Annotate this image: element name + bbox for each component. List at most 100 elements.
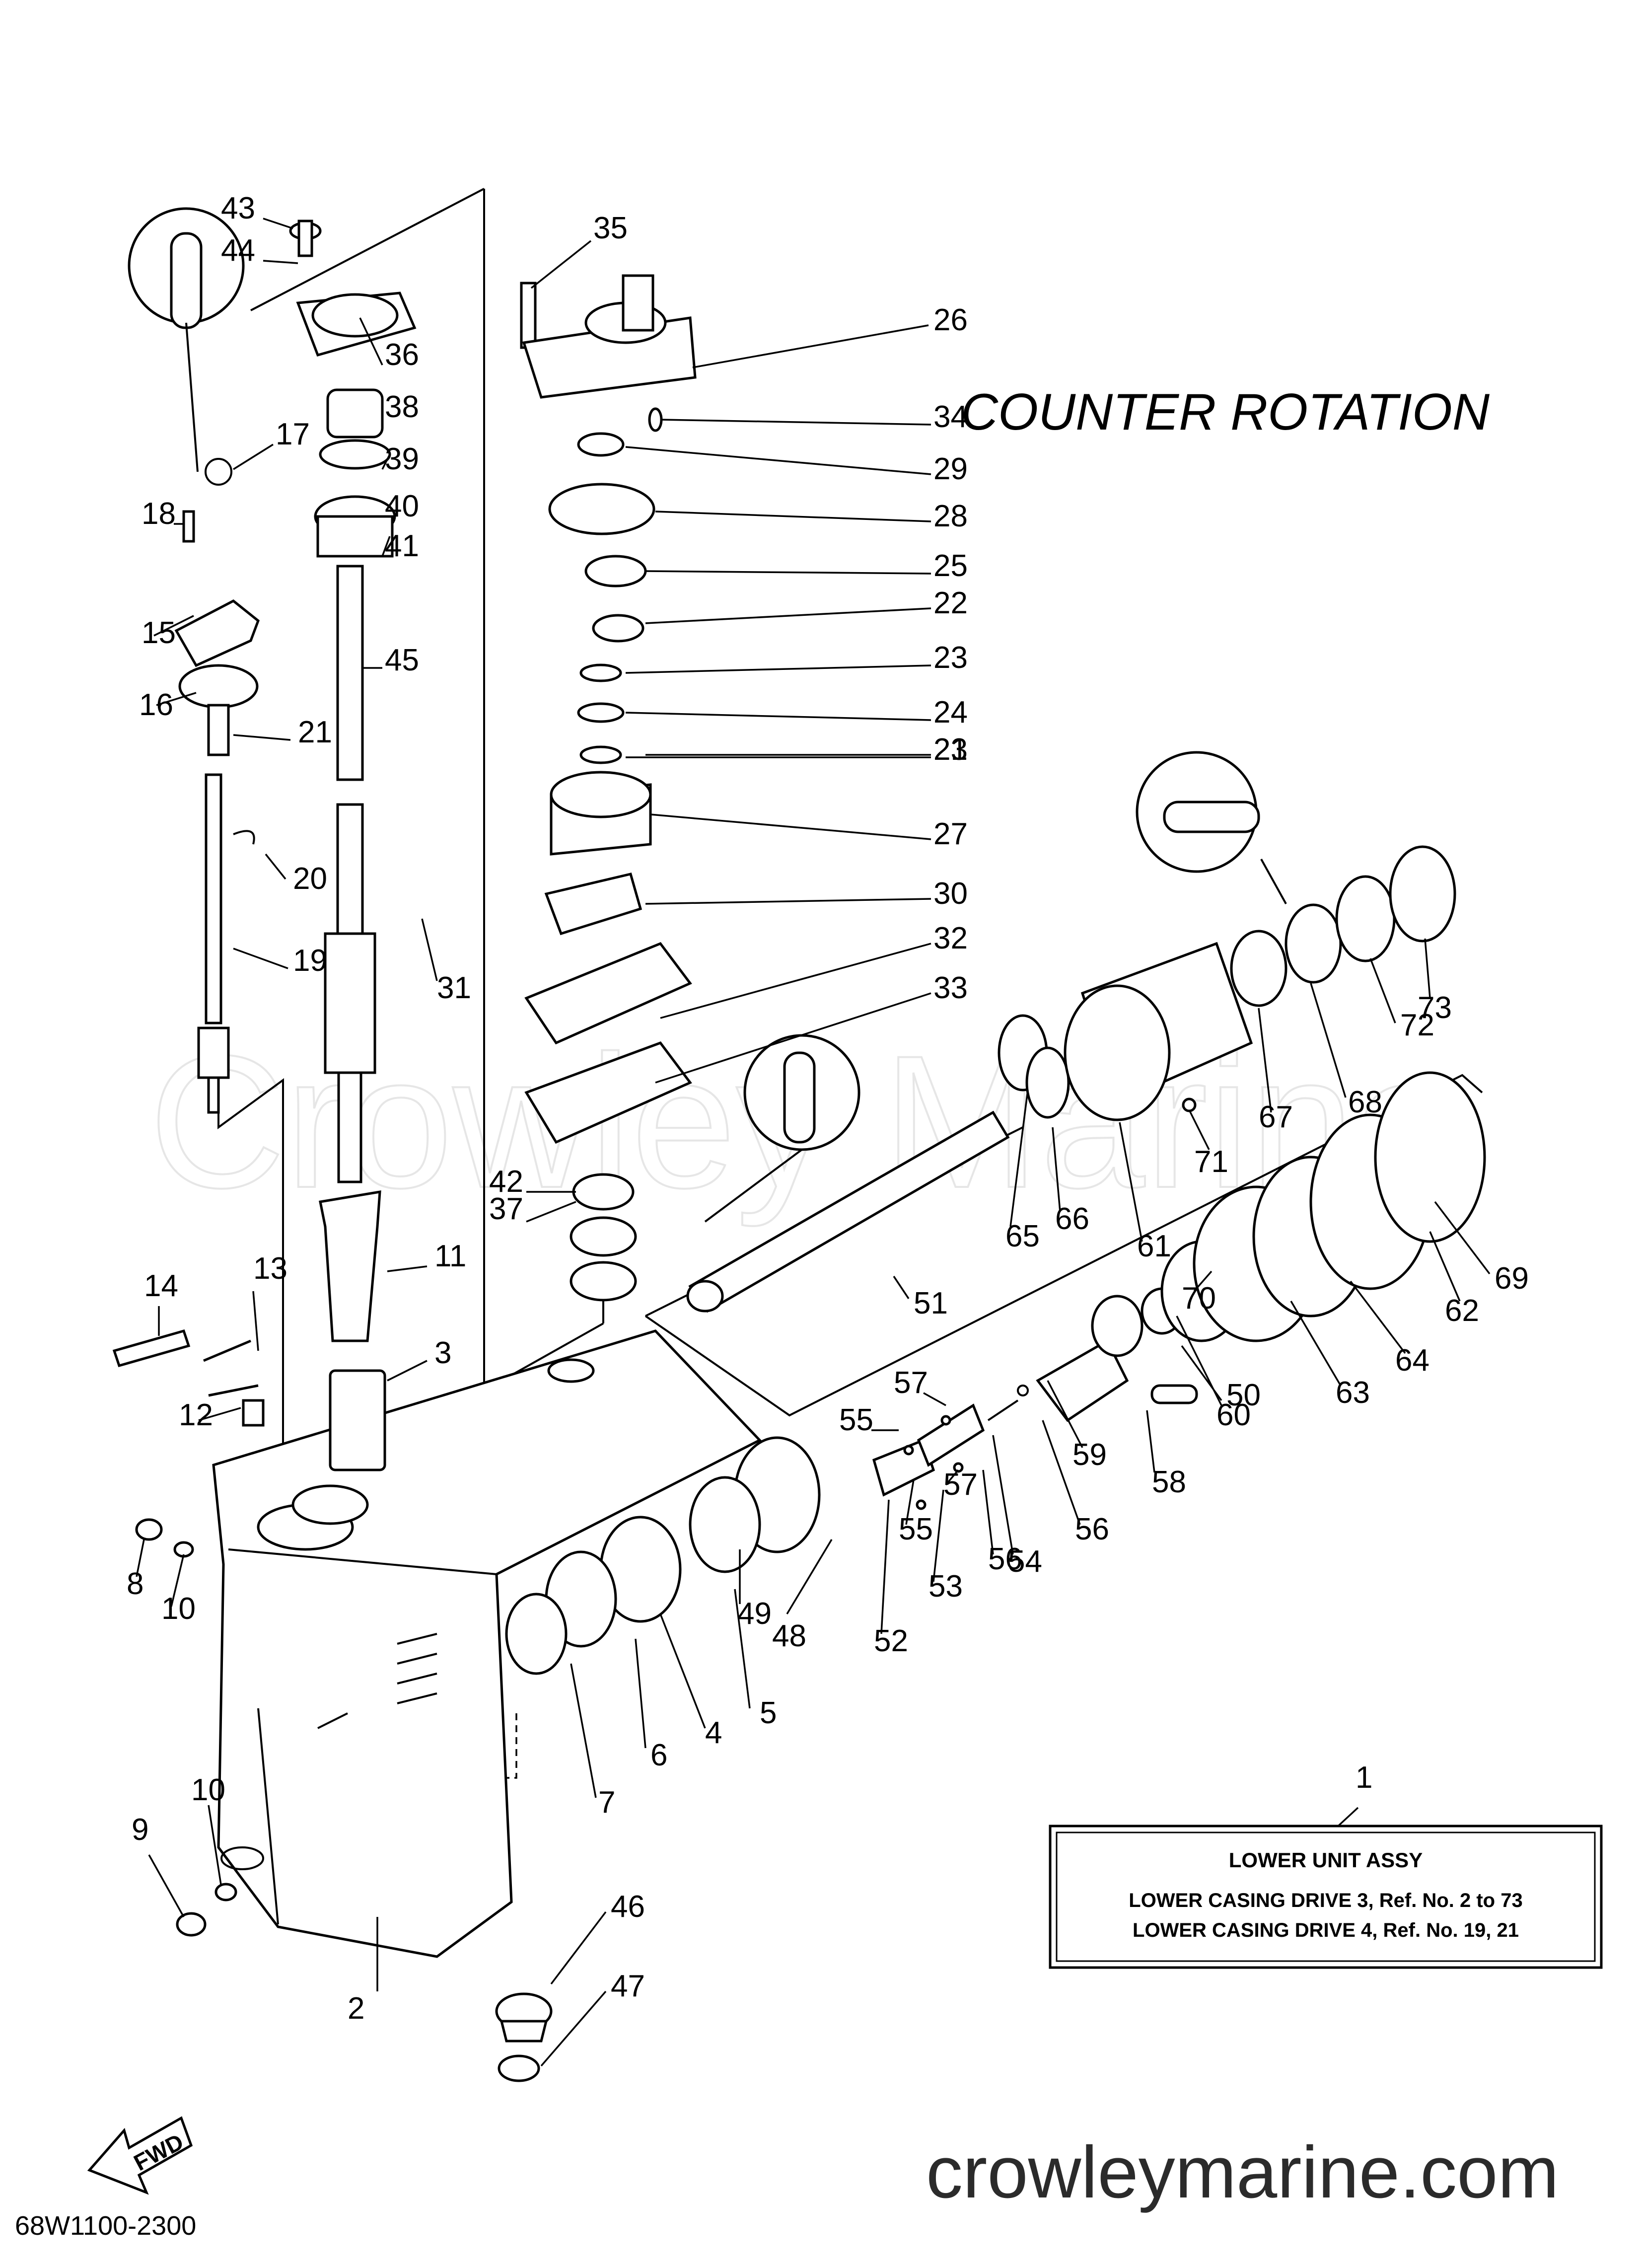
callout-number: 6 xyxy=(650,1738,667,1772)
callout-leader-line xyxy=(625,664,931,674)
callout-leader-line xyxy=(1047,1380,1083,1448)
callout-leader-line xyxy=(381,536,391,557)
callout-number: 5 xyxy=(760,1696,777,1730)
callout-leader-line xyxy=(734,1589,751,1709)
callout-number: 2 xyxy=(348,1991,364,2026)
callout-number: 15 xyxy=(142,616,176,650)
callout-number: 36 xyxy=(385,338,419,372)
callout-leader-line xyxy=(153,615,194,637)
shift-rod-group xyxy=(128,207,260,1114)
callout-leader-line xyxy=(625,712,931,721)
callout-leader-line xyxy=(923,1392,946,1406)
callout-number: 3 xyxy=(434,1336,451,1370)
callout-number: 18 xyxy=(142,497,176,531)
callout-number: 42 xyxy=(489,1165,523,1199)
callout-number: 35 xyxy=(593,211,628,245)
callout-leader-line xyxy=(1042,1420,1081,1525)
lower-casing xyxy=(212,1329,762,1958)
drive-shaft-group xyxy=(289,219,417,1471)
drawing-code: 68W1100-2300 xyxy=(15,2211,196,2241)
callout-number: 10 xyxy=(161,1592,196,1626)
callout-number: 57 xyxy=(894,1366,928,1400)
callout-leader-line xyxy=(359,317,383,366)
website-label: crowleymarine.com xyxy=(926,2131,1559,2213)
callout-leader-line xyxy=(1258,1008,1272,1113)
callout-leader-line xyxy=(381,454,391,470)
callout-number: 16 xyxy=(139,688,173,722)
callout-number: 48 xyxy=(772,1619,806,1653)
callout-number: 7 xyxy=(598,1785,615,1820)
diagram-title: COUNTER ROTATION xyxy=(961,383,1490,441)
callout-leader-line xyxy=(655,992,931,1084)
callout-number: 23 xyxy=(933,732,968,767)
callout-number: 66 xyxy=(1055,1202,1089,1236)
callout-leader-line xyxy=(650,813,931,840)
callout-leader-line xyxy=(526,1201,576,1223)
callout-number: 24 xyxy=(933,695,968,730)
callout-leader-line xyxy=(540,1990,607,2067)
callout-number: 70 xyxy=(1182,1281,1216,1316)
callout-number: 72 xyxy=(1400,1008,1434,1042)
callout-leader-line xyxy=(945,1469,959,1486)
callout-number: 55 xyxy=(899,1512,933,1546)
callout-leader-line xyxy=(645,570,931,575)
callout-number: 27 xyxy=(933,817,968,851)
callout-leader-line xyxy=(148,1854,185,1917)
callout-number: 21 xyxy=(933,732,968,767)
fwd-arrow: FWD xyxy=(87,2116,193,2195)
callout-leader-line xyxy=(1290,1301,1342,1386)
callout-leader-line xyxy=(208,1805,222,1885)
callout-leader-line xyxy=(198,1407,241,1421)
callout-number: 44 xyxy=(221,233,255,268)
callout-leader-line xyxy=(905,1479,915,1525)
callout-leader-line xyxy=(655,511,931,522)
callout-number: 33 xyxy=(933,971,968,1005)
callout-leader-line xyxy=(233,948,288,969)
callout-number: 58 xyxy=(1152,1465,1186,1499)
callout-leader-line xyxy=(233,734,291,741)
callout-number: 69 xyxy=(1495,1261,1529,1296)
assembly-box: LOWER UNIT ASSY LOWER CASING DRIVE 3, Re… xyxy=(1049,1807,1603,1969)
callout-leader-line xyxy=(1146,1410,1155,1473)
callout-leader-line xyxy=(170,1554,185,1607)
callout-leader-line xyxy=(550,1911,607,1985)
callout-leader-line xyxy=(645,898,931,905)
callout-number: 25 xyxy=(933,549,968,583)
propeller-shaft-group xyxy=(495,751,1486,2082)
callout-leader-line xyxy=(982,1469,994,1555)
callout-number: 43 xyxy=(221,191,255,225)
callout-leader-line xyxy=(1009,1090,1029,1227)
callout-leader-line xyxy=(570,1663,597,1798)
callout-number: 63 xyxy=(1336,1376,1370,1410)
callout-number: 59 xyxy=(1072,1438,1107,1472)
callout-leader-line xyxy=(1434,1201,1491,1275)
callout-leader-line xyxy=(387,1265,428,1272)
callout-number: 52 xyxy=(874,1624,908,1658)
callout-leader-line xyxy=(263,218,293,229)
callout-number: 4 xyxy=(705,1716,722,1750)
callout-number: 26 xyxy=(933,303,968,337)
callout-leader-line xyxy=(1052,1127,1061,1212)
callout-number: 12 xyxy=(179,1398,213,1432)
callout-leader-line xyxy=(1369,958,1396,1024)
callout-number: 9 xyxy=(132,1813,148,1847)
callout-number: 37 xyxy=(489,1192,523,1226)
callout-leader-line xyxy=(625,446,931,475)
callout-number: 1 xyxy=(1356,1760,1372,1795)
callout-number: 31 xyxy=(437,971,471,1005)
callout-number: 40 xyxy=(385,489,419,523)
callout-number: 73 xyxy=(1418,991,1452,1025)
callout-leader-line xyxy=(1310,983,1347,1098)
callout-number: 57 xyxy=(943,1467,978,1502)
callout-number: 20 xyxy=(293,862,327,896)
callout-number: 8 xyxy=(127,1567,143,1601)
callout-leader-line xyxy=(635,1638,646,1749)
callout-leader-line xyxy=(645,607,931,624)
callout-leader-line xyxy=(1424,938,1431,999)
callout-leader-line xyxy=(1188,1109,1210,1150)
callout-number: 28 xyxy=(933,499,968,533)
callout-leader-line xyxy=(265,853,286,880)
callout-leader-line xyxy=(786,1539,833,1614)
callout-number: 53 xyxy=(928,1569,963,1604)
callout-number: 68 xyxy=(1348,1085,1382,1119)
